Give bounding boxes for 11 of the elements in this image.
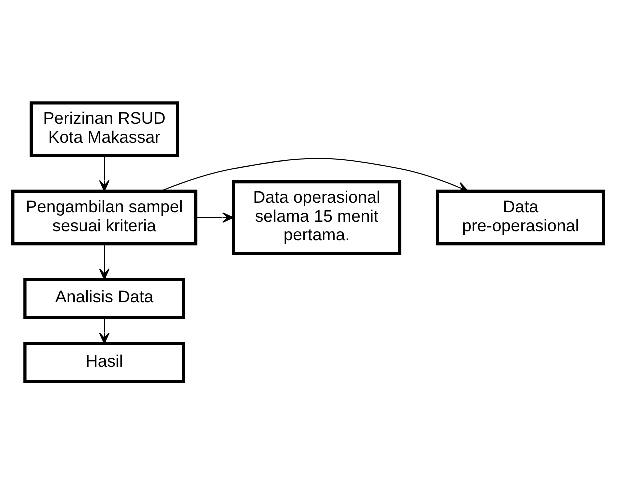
arrow xyxy=(160,158,469,192)
node-box: Data operasional selama 15 menit pertama. xyxy=(232,180,402,255)
node-box: Pengambilan sampel sesuai kriteria xyxy=(12,189,198,246)
arrow xyxy=(99,244,110,280)
arrow xyxy=(99,155,110,192)
node-box: Perizinan RSUD Kota Makassar xyxy=(30,101,180,157)
arrow xyxy=(196,212,234,223)
arrow xyxy=(99,317,110,344)
node-box: Hasil xyxy=(24,342,186,383)
node-box: Analisis Data xyxy=(24,278,186,319)
node-box: Data pre-operasional xyxy=(436,189,606,246)
